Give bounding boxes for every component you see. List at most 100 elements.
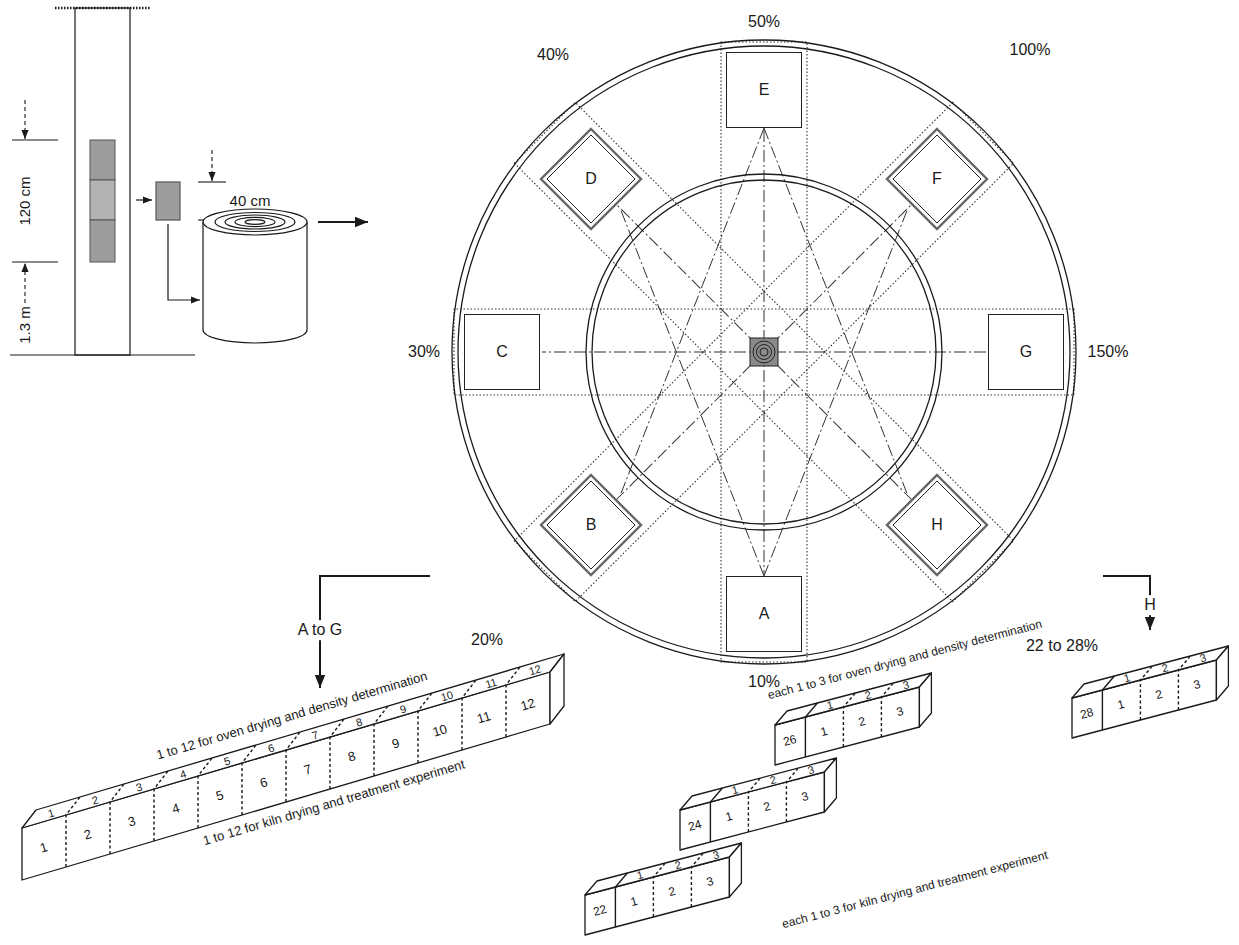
tree-stem <box>10 8 195 355</box>
strip-face <box>585 843 741 895</box>
specimen-number: 3 <box>807 763 816 776</box>
sample-box: E <box>726 52 802 128</box>
cut-line <box>710 788 722 842</box>
sample-box: A <box>726 576 802 652</box>
specimen-number: 3 <box>127 814 138 830</box>
specimen-number: 4 <box>171 801 182 817</box>
specimen-number: 3 <box>895 705 905 719</box>
cut-line <box>653 863 665 917</box>
group-label: A to G <box>295 620 345 640</box>
sample-strip <box>22 654 564 880</box>
specimen-number: 1 <box>629 895 639 909</box>
specimen-number: 3 <box>1192 678 1202 692</box>
strip-face <box>680 758 836 810</box>
moisture-label: 150% <box>1088 343 1129 361</box>
strip-face <box>550 654 564 724</box>
dimension-lines <box>12 100 226 303</box>
specimen-number: 7 <box>310 728 319 741</box>
specimen-number: 3 <box>1199 651 1208 664</box>
box-letter: D <box>585 170 597 188</box>
specimen-number: 1 <box>1123 671 1132 684</box>
strip-face <box>22 654 564 828</box>
box-letter: B <box>586 516 597 534</box>
cut-line <box>805 703 817 757</box>
diagonal-sample-box: B <box>539 473 643 577</box>
cut-line <box>154 771 168 841</box>
specimen-number: 2 <box>857 715 867 729</box>
moisture-label: 100% <box>1010 41 1051 59</box>
cut-line <box>198 758 212 828</box>
dimension-label: 40 cm <box>230 193 271 210</box>
moisture-label: 20% <box>471 631 503 649</box>
specimen-number: 5 <box>215 788 226 804</box>
cut-line <box>881 683 893 737</box>
strip-note: 1 to 12 for oven drying and density dete… <box>155 669 429 763</box>
sample-box: C <box>464 314 540 390</box>
specimen-number: 8 <box>354 715 363 728</box>
specimen-number: 4 <box>178 767 187 780</box>
height-label: 22 <box>592 903 608 919</box>
moisture-label: 30% <box>408 343 440 361</box>
cut-line <box>615 873 627 927</box>
strip-face <box>729 843 741 897</box>
sample-box: G <box>988 314 1064 390</box>
moisture-label: 40% <box>537 46 569 64</box>
box-letter: G <box>1020 343 1032 361</box>
specimen-number: 1 <box>1116 698 1126 712</box>
diagonal-sample-box: H <box>885 473 989 577</box>
group-label: H <box>1141 595 1159 615</box>
cut-line <box>1178 656 1190 710</box>
box-letter: C <box>496 343 508 361</box>
strip-face <box>22 672 550 880</box>
cut-line <box>242 745 256 815</box>
box-letter: H <box>931 516 943 534</box>
diagonal-sample-box: F <box>885 127 989 231</box>
height-label: 24 <box>687 818 703 834</box>
specimen-number: 1 <box>46 806 55 819</box>
specimen-number: 12 <box>519 696 537 714</box>
cut-line <box>691 853 703 907</box>
cut-line <box>418 693 432 763</box>
sample-disc <box>136 182 368 343</box>
cut-line <box>66 797 80 867</box>
dimension-label: 120 cm <box>17 176 34 225</box>
specimen-number: 9 <box>391 736 402 752</box>
cut-line <box>506 667 520 737</box>
cut-line <box>1140 666 1152 720</box>
specimen-number: 2 <box>864 688 873 701</box>
specimen-number: 2 <box>762 800 772 814</box>
specimen-number: 3 <box>705 875 715 889</box>
strip-face <box>919 673 931 727</box>
specimen-number: 1 <box>724 810 734 824</box>
specimen-number: 11 <box>484 675 498 690</box>
dimension-label: 1.3 m <box>17 306 34 344</box>
cut-line <box>843 693 855 747</box>
cut-line <box>786 768 798 822</box>
specimen-number: 7 <box>303 762 314 778</box>
box-letter: A <box>759 605 770 623</box>
box-letter: E <box>759 81 770 99</box>
specimen-number: 1 <box>636 868 645 881</box>
strip-note: each 1 to 3 for kiln drying and treatmen… <box>781 849 1049 932</box>
specimen-number: 9 <box>398 702 407 715</box>
specimen-number: 11 <box>476 709 493 727</box>
specimen-number: 2 <box>1161 661 1170 674</box>
strip-note: 1 to 12 for kiln drying and treatment ex… <box>201 758 466 849</box>
specimen-number: 1 <box>826 698 835 711</box>
sample-strip <box>1072 646 1228 738</box>
specimen-number: 2 <box>674 858 683 871</box>
cut-line <box>462 680 476 750</box>
specimen-number: 6 <box>259 775 270 791</box>
specimen-number: 2 <box>90 793 99 806</box>
cut-line <box>110 784 124 854</box>
specimen-number: 3 <box>902 678 911 691</box>
moisture-label: 22 to 28% <box>1026 637 1098 655</box>
specimen-number: 3 <box>712 848 721 861</box>
cut-line <box>374 706 388 776</box>
specimen-number: 5 <box>222 754 231 767</box>
specimen-number: 10 <box>439 688 454 703</box>
cut-line <box>330 719 344 789</box>
cut-line <box>748 778 760 832</box>
sample-strips <box>22 646 1228 935</box>
